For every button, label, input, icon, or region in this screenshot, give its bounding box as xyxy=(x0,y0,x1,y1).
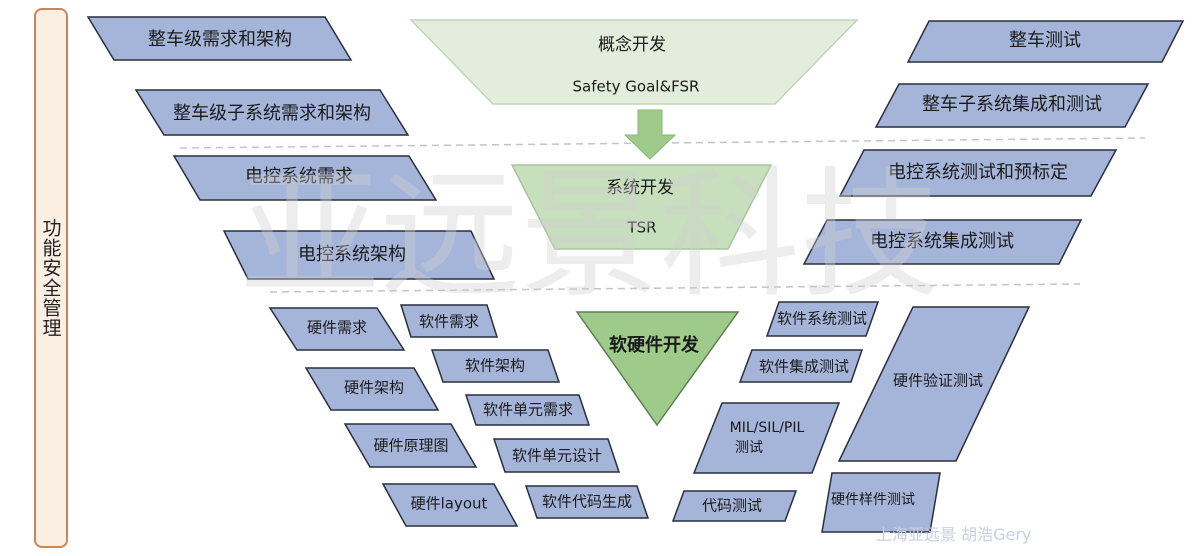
box-hw-architecture: 硬件架构 xyxy=(304,367,440,411)
box-hw-layout: 硬件layout xyxy=(381,483,519,527)
concept-title: 概念开发 xyxy=(598,34,666,55)
box-sw-system-test: 软件系统测试 xyxy=(765,301,880,337)
hw-sw-title: 软硬件开发 xyxy=(609,334,700,356)
svg-text:硬件架构: 硬件架构 xyxy=(344,379,404,397)
svg-text:整车子系统集成和测试: 整车子系统集成和测试 xyxy=(922,94,1102,115)
svg-text:测试: 测试 xyxy=(735,440,763,456)
svg-text:软件单元需求: 软件单元需求 xyxy=(483,401,573,419)
credit-text: 上海亚远景 胡浩Gery xyxy=(876,525,1032,544)
hw-sw-development-stage: 软硬件开发 xyxy=(575,311,740,427)
box-hw-requirements: 硬件需求 xyxy=(268,307,406,351)
svg-text:电控系统集成测试: 电控系统集成测试 xyxy=(870,231,1014,252)
box-hw-schematic: 硬件原理图 xyxy=(343,423,478,468)
system-subtitle: TSR xyxy=(626,219,656,237)
system-title: 系统开发 xyxy=(606,178,674,198)
svg-text:MIL/SIL/PIL: MIL/SIL/PIL xyxy=(730,420,805,436)
side-label: 功能安全管理 xyxy=(39,218,62,338)
svg-text:硬件原理图: 硬件原理图 xyxy=(373,437,448,455)
svg-text:硬件需求: 硬件需求 xyxy=(307,319,367,337)
concept-development-stage: 概念开发 Safety Goal&FSR xyxy=(409,19,859,105)
box-vehicle-test: 整车测试 xyxy=(906,20,1185,63)
box-subsystem-integration-test: 整车子系统集成和测试 xyxy=(874,83,1150,128)
svg-text:硬件layout: 硬件layout xyxy=(411,495,488,513)
box-vehicle-requirements: 整车级需求和架构 xyxy=(86,16,353,61)
concept-subtitle: Safety Goal&FSR xyxy=(573,78,700,96)
down-arrow-icon xyxy=(623,109,677,160)
separator-line-bottom xyxy=(269,283,1081,293)
box-hw-sample-test: 硬件样件测试 xyxy=(821,472,941,533)
box-mil-sil-pil-test: MIL/SIL/PIL 测试 xyxy=(692,402,841,474)
svg-text:软件代码生成: 软件代码生成 xyxy=(542,493,632,511)
functional-safety-management-panel: 功能安全管理 xyxy=(34,8,68,548)
svg-text:电控系统架构: 电控系统架构 xyxy=(298,244,406,265)
box-sw-integration-test: 软件集成测试 xyxy=(738,349,864,383)
box-sw-unit-requirements: 软件单元需求 xyxy=(464,394,591,426)
box-ecu-requirements: 电控系统需求 xyxy=(172,155,438,201)
system-development-stage: 系统开发 TSR xyxy=(510,164,773,250)
svg-text:软件单元设计: 软件单元设计 xyxy=(512,447,602,465)
box-sw-architecture: 软件架构 xyxy=(430,349,561,383)
box-sw-unit-design: 软件单元设计 xyxy=(492,438,621,473)
box-ecu-test-calibration: 电控系统测试和预标定 xyxy=(838,149,1118,197)
box-subsystem-requirements: 整车级子系统需求和架构 xyxy=(134,89,410,136)
svg-text:软件架构: 软件架构 xyxy=(465,357,525,375)
svg-text:硬件样件测试: 硬件样件测试 xyxy=(831,492,915,508)
box-sw-code-generation: 软件代码生成 xyxy=(524,485,650,519)
svg-text:软件系统测试: 软件系统测试 xyxy=(777,310,867,328)
box-sw-requirements: 软件需求 xyxy=(399,304,499,338)
svg-text:软件集成测试: 软件集成测试 xyxy=(759,358,849,376)
box-ecu-integration-test: 电控系统集成测试 xyxy=(802,219,1083,265)
svg-text:硬件验证测试: 硬件验证测试 xyxy=(893,372,983,390)
watermark: 亚远景科技 xyxy=(240,155,940,318)
box-hw-verification-test: 硬件验证测试 xyxy=(837,306,1031,462)
svg-text:代码测试: 代码测试 xyxy=(702,497,762,515)
svg-text:整车测试: 整车测试 xyxy=(1009,30,1081,51)
svg-text:电控系统测试和预标定: 电控系统测试和预标定 xyxy=(888,162,1068,183)
box-ecu-architecture: 电控系统架构 xyxy=(222,230,496,280)
svg-text:电控系统需求: 电控系统需求 xyxy=(245,166,353,187)
box-code-test: 代码测试 xyxy=(671,490,798,522)
svg-text:整车级子系统需求和架构: 整车级子系统需求和架构 xyxy=(173,103,371,124)
svg-text:软件需求: 软件需求 xyxy=(419,313,479,331)
svg-text:整车级需求和架构: 整车级需求和架构 xyxy=(148,29,292,50)
